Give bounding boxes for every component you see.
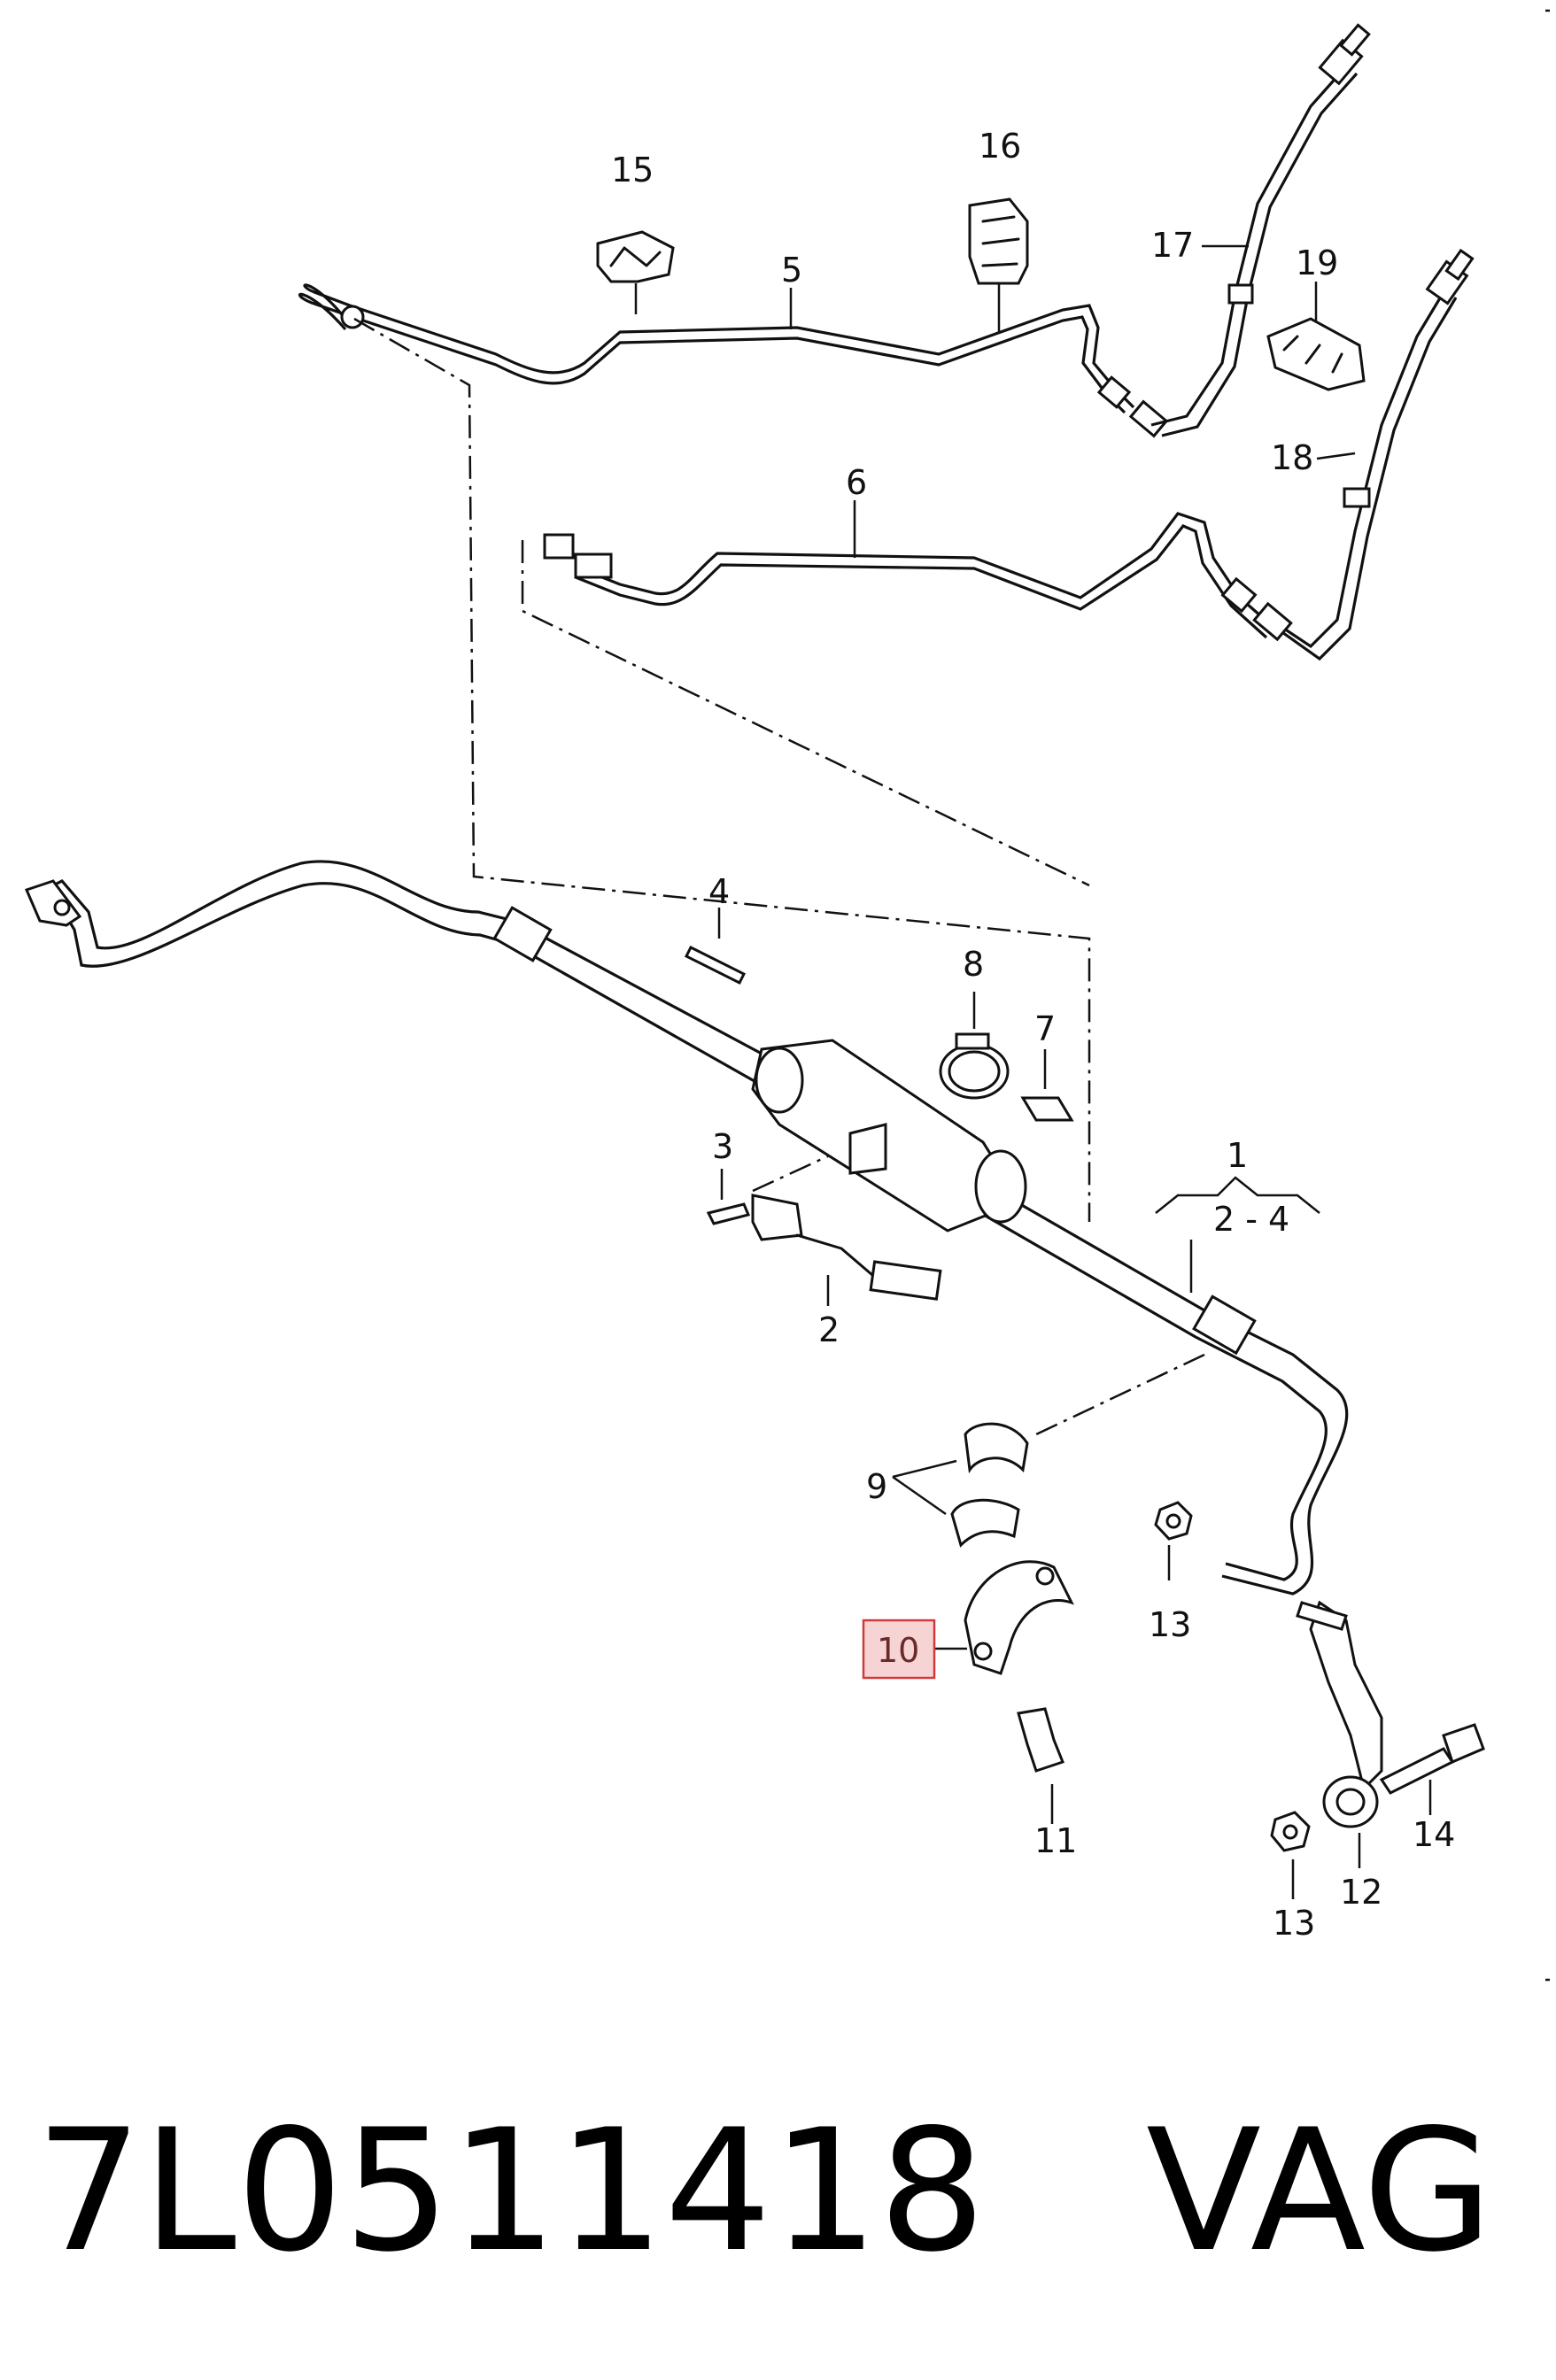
part-number: 7L0511418 xyxy=(35,2093,986,2289)
hydraulic-line-5 xyxy=(298,283,1169,438)
stabilizer-bar xyxy=(24,860,1349,1596)
highlight-box xyxy=(862,1619,936,1680)
coupling-bolt xyxy=(1296,1601,1348,1631)
callout-18: 18 xyxy=(1271,438,1313,477)
callout-19: 19 xyxy=(1296,243,1338,282)
coupling-rod-12 xyxy=(1309,1600,1383,1868)
callout-1: 1 xyxy=(1227,1136,1248,1175)
nut-13-upper xyxy=(1154,1501,1193,1580)
callout-5: 5 xyxy=(781,251,802,290)
callout-14: 14 xyxy=(1413,1815,1455,1854)
callout-4: 4 xyxy=(708,872,730,911)
leader-18 xyxy=(1316,452,1356,460)
callout-10: 10 xyxy=(877,1631,919,1670)
assembly-line-d xyxy=(752,1136,869,1193)
brand-name: VAG xyxy=(1146,2093,1493,2289)
bushing-9 xyxy=(892,1422,1029,1548)
callout-3: 3 xyxy=(712,1127,733,1166)
nut-13-lower xyxy=(1270,1811,1311,1899)
callout-2: 2 xyxy=(818,1310,840,1349)
callout-8: 8 xyxy=(963,945,984,984)
hydraulic-line-17 xyxy=(1150,23,1371,437)
callout-13-upper: 13 xyxy=(1149,1605,1191,1644)
assembly-line-b xyxy=(521,540,1090,887)
bracket-10 xyxy=(934,1560,1074,1675)
bolt-14 xyxy=(1379,1723,1485,1815)
clip-7 xyxy=(1020,1049,1074,1122)
callout-2-4: 2 - 4 xyxy=(1213,1200,1289,1239)
sensor-2 xyxy=(751,1194,942,1306)
callout-17: 17 xyxy=(1151,226,1194,265)
hydraulic-line-18 xyxy=(1270,248,1475,661)
clip-19 xyxy=(1266,317,1366,391)
callout-6: 6 xyxy=(846,463,867,502)
callout-7: 7 xyxy=(1034,1009,1056,1048)
bolt-11 xyxy=(1017,1707,1064,1824)
caption-gap xyxy=(986,2093,1146,2289)
screw-3 xyxy=(706,1169,751,1225)
assembly-line-c xyxy=(1035,1353,1205,1436)
callout-13-lower: 13 xyxy=(1273,1904,1315,1943)
hose-clamp-8 xyxy=(939,992,1010,1100)
assembly-line-a xyxy=(353,317,1091,1222)
callout-9: 9 xyxy=(866,1467,887,1506)
callout-16: 16 xyxy=(979,127,1021,166)
hydraulic-line-6 xyxy=(543,512,1293,642)
clip-15 xyxy=(596,230,675,314)
group-bracket xyxy=(1155,1176,1320,1293)
callout-12: 12 xyxy=(1340,1873,1382,1912)
bolt-4 xyxy=(684,908,747,985)
damper-housing xyxy=(751,1039,1027,1232)
callout-15: 15 xyxy=(611,151,654,189)
highlighted-callout-10: 10 xyxy=(862,1619,936,1680)
clip-16 xyxy=(968,197,1029,332)
callout-11: 11 xyxy=(1034,1821,1077,1860)
part-number-caption: 7L0511418 VAG xyxy=(35,2081,1541,2302)
